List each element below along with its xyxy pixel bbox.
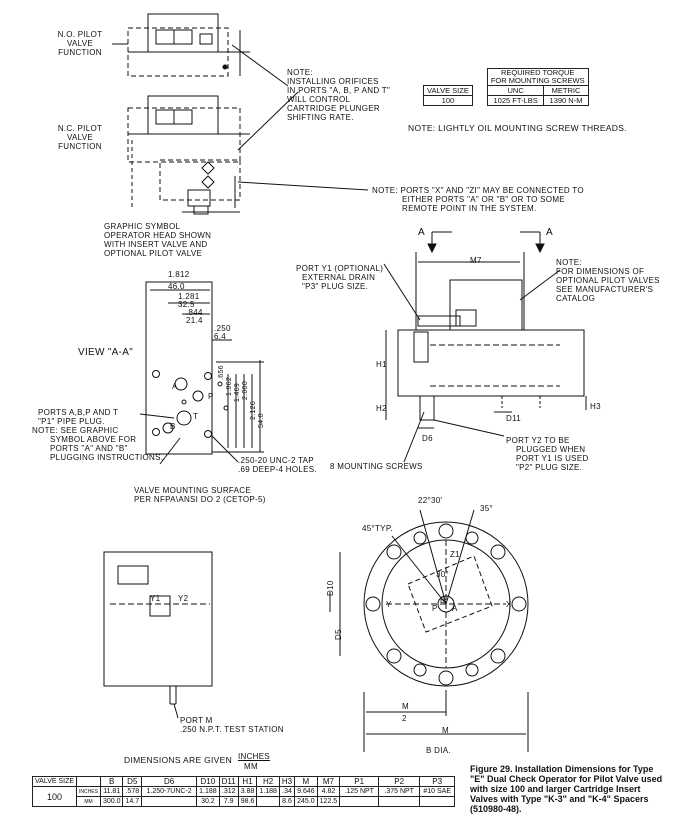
section-a-right: A — [546, 227, 553, 238]
note-lube: NOTE: LIGHTLY OIL MOUNTING SCREW THREADS… — [408, 123, 627, 133]
dim-v4: 2.000 — [242, 380, 249, 400]
dim-d10-label: D10 — [326, 580, 335, 596]
view-aa-title: VIEW "A-A" — [78, 347, 134, 358]
dimensions-table: VALVE SIZE B D5 D6 D10 D11 H1 H2 H3 M M7… — [31, 776, 456, 807]
port-m-note: PORT M.250 N.P.T. TEST STATION — [180, 716, 284, 734]
tap-note: .250-20 UNC-2 TAP.69 DEEP-4 HOLES. — [238, 456, 317, 474]
angle-35-label: 35° — [480, 504, 493, 513]
lower-elevation — [103, 551, 213, 719]
nc-pilot-schematic — [127, 95, 250, 215]
dim-v2: 1.062 — [226, 376, 233, 396]
dim-v1: .656 — [218, 365, 225, 380]
dims-given-mm: MM — [244, 762, 258, 771]
dim-v5mm: 54.0 — [258, 413, 265, 428]
dim-d11-label: D11 — [506, 414, 521, 423]
no-pilot-schematic — [112, 13, 250, 77]
dim-h3-label: H3 — [590, 402, 601, 411]
dims-given-inches: INCHES — [238, 752, 271, 761]
dim-46mm: 46.0 — [168, 282, 185, 291]
plan-b-label: B — [440, 596, 446, 605]
port-y1-note: PORT Y1 (OPTIONAL)EXTERNAL DRAIN"P3" PLU… — [296, 264, 384, 291]
mounting-screws-label: 8 MOUNTING SCREWS — [330, 462, 423, 471]
dims-given-label: DIMENSIONS ARE GIVEN — [124, 755, 233, 765]
angle-225-label: 22°30' — [418, 496, 443, 505]
lower-y2-label: Y2 — [178, 594, 189, 603]
port-t-label: T — [193, 412, 199, 421]
dim-d6-label: D6 — [422, 434, 433, 443]
port-a-label: A — [172, 382, 178, 391]
dim-v5: 2.126 — [250, 400, 257, 420]
lower-y1-label: Y1 — [150, 594, 161, 603]
dim-844: .844 — [186, 308, 203, 317]
section-a-left: A — [418, 227, 425, 238]
dim-2-label: 2 — [402, 714, 407, 723]
note-ports-xz: NOTE: PORTS "X" AND "ZI" MAY BE CONNECTE… — [372, 186, 584, 213]
dim-m7-label: M7 — [470, 256, 482, 265]
plan-circle-view — [329, 509, 529, 752]
ports-plug-note: PORTS A,B,P AND T"P1" PIPE PLUG. NOTE: S… — [32, 408, 164, 462]
dim-1812: 1.812 — [168, 270, 190, 279]
dim-bdia-label: B DIA. — [426, 746, 451, 755]
figure-caption: Figure 29. Installation Dimensions for T… — [470, 764, 663, 814]
angle-30-label: 30° — [436, 570, 449, 579]
dim-325mm: 32.5 — [178, 300, 195, 309]
port-b-label: B — [170, 422, 176, 431]
dim-250: .250 — [214, 324, 231, 333]
plan-y-label: Y — [386, 600, 392, 609]
dim-m-label: M — [442, 726, 449, 735]
view-aa-block — [139, 281, 264, 465]
side-elevation — [383, 231, 587, 463]
angle-45-label: 45°TYP. — [362, 524, 393, 533]
port-p-label: P — [208, 392, 214, 401]
dim-m2-label: M — [402, 702, 409, 711]
dim-64mm: 6.4 — [214, 332, 227, 341]
dim-d5-label: D5 — [334, 629, 343, 640]
dim-h1-label: H1 — [376, 360, 387, 369]
plan-a-label: A — [452, 604, 458, 613]
dim-h2-label: H2 — [376, 404, 387, 413]
plan-z1-label: Z1 — [450, 550, 460, 559]
dim-v3: 1.469 — [234, 382, 241, 402]
plan-p-label: P — [432, 604, 438, 613]
dim-214mm: 21.4 — [186, 316, 203, 325]
dim-1281: 1.281 — [178, 292, 200, 301]
plan-x-label: X — [506, 600, 512, 609]
